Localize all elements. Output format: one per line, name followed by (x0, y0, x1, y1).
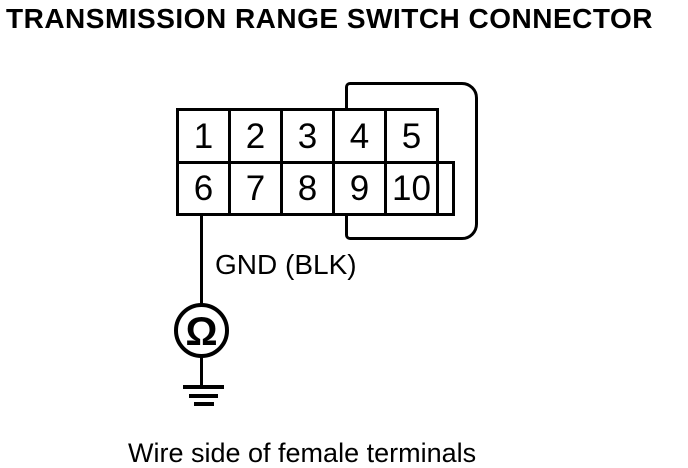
pin-cell-9: 9 (332, 161, 387, 216)
ground-bar-middle (189, 394, 218, 398)
ground-bar-top (183, 385, 224, 389)
pin-cell-7: 7 (228, 161, 283, 216)
ground-icon (183, 385, 224, 407)
diagram-caption: Wire side of female terminals (128, 438, 477, 468)
pin-cell-4: 4 (332, 108, 387, 164)
ground-bar-bottom (194, 402, 214, 406)
pin-cell-6: 6 (176, 161, 231, 216)
wire-meter-to-ground (200, 357, 203, 386)
diagram-title: TRANSMISSION RANGE SWITCH CONNECTOR (6, 3, 653, 34)
pin-cell-3: 3 (280, 108, 335, 164)
ohm-symbol: Ω (185, 309, 218, 354)
pin-cell-2: 2 (228, 108, 283, 164)
ohmmeter-icon: Ω (174, 303, 229, 358)
wire-label: GND (BLK) (215, 249, 357, 280)
connector-keyway-cell (436, 161, 455, 216)
pin-cell-10: 10 (384, 161, 439, 216)
pin-cell-1: 1 (176, 108, 231, 164)
pin-cell-8: 8 (280, 161, 335, 216)
wire-pin6-to-meter (200, 213, 203, 304)
pin-cell-5: 5 (384, 108, 439, 164)
